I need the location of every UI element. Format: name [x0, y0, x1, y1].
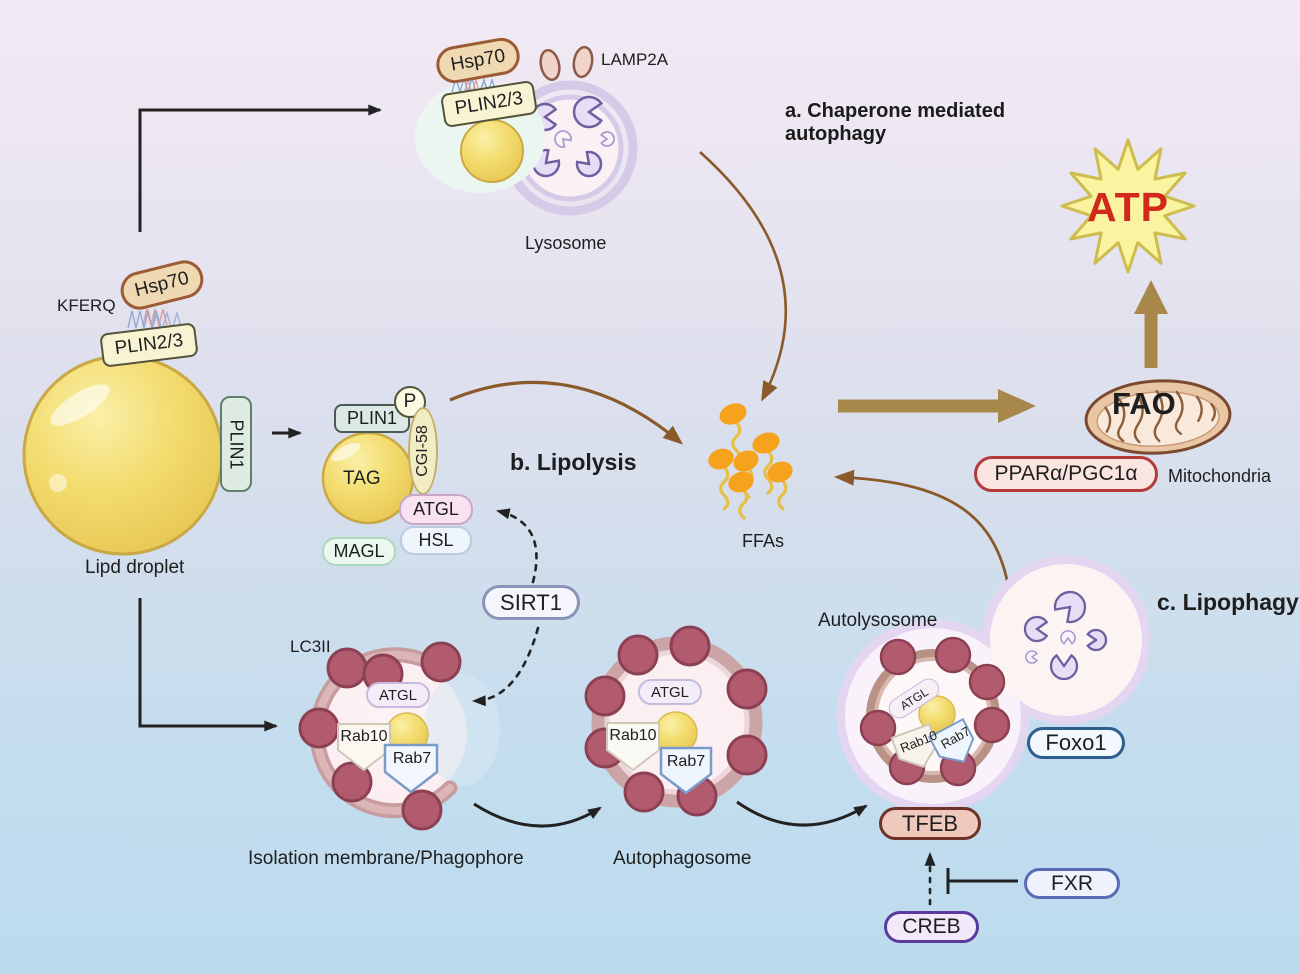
magl-pill: MAGL — [322, 537, 396, 566]
lipid-droplet — [22, 354, 224, 556]
autolysosome-label: Autolysosome — [818, 610, 938, 631]
lamp2a-label: LAMP2A — [601, 50, 669, 69]
rab10-shape — [890, 723, 938, 769]
arrow-droplet-to-lysosome — [138, 104, 383, 232]
foxo1-pill: Foxo1 — [1027, 727, 1125, 759]
rab7-autophagosome-label: Rab7 — [666, 753, 706, 770]
phagophore-label: Isolation membrane/Phagophore — [248, 848, 524, 869]
mitochondria-label: Mitochondria — [1168, 466, 1272, 486]
lysosome-enzymes — [1023, 590, 1108, 681]
rab7-shape — [659, 746, 713, 795]
plin1-lipolysis-box: PLIN1 — [334, 404, 410, 433]
ffas-label: FFAs — [742, 531, 785, 551]
section-b-title: b. Lipolysis — [510, 449, 637, 475]
tfeb-pill: TFEB — [879, 807, 981, 840]
atgl-pill: ATGL — [399, 494, 473, 525]
lysosome-enzymes-small — [1025, 630, 1076, 664]
tag-label: TAG — [343, 468, 381, 489]
arrow-sirt1-to-atgl — [495, 508, 538, 584]
ffa-molecules — [708, 403, 793, 520]
ppar-pgc1a-pill: PPARα/PGC1α — [974, 456, 1158, 492]
autophagosome-label: Autophagosome — [613, 848, 752, 869]
lamp2a-receptor — [572, 45, 594, 79]
mitochondria — [1084, 379, 1232, 455]
atgl-autophagosome-pill: ATGL — [638, 679, 702, 705]
sirt1-pill: SIRT1 — [482, 585, 580, 620]
atp-burst — [1060, 138, 1196, 274]
rab7-phagophore-label: Rab7 — [392, 750, 432, 767]
arrow-autophagosome-to-tfeb — [736, 800, 868, 827]
fxr-pill: FXR — [1024, 868, 1120, 899]
kferq-label: KFERQ — [57, 296, 116, 315]
cargo-lipid-droplet — [460, 119, 524, 183]
arrow-phagophore-to-autophagosome — [473, 802, 602, 828]
rab10-shape — [606, 722, 660, 772]
arrow-autolysosome-to-ffas — [834, 469, 1011, 591]
autophagosome — [584, 625, 768, 817]
lysosome-label: Lysosome — [525, 233, 607, 253]
atp-label: ATP — [1087, 184, 1169, 230]
lc3ii-label: LC3II — [290, 637, 331, 656]
arrow-droplet-to-phagophore — [138, 598, 279, 732]
phagophore — [298, 641, 500, 831]
fao-label: FAO — [1112, 386, 1176, 421]
creb-pill: CREB — [884, 911, 979, 943]
arrow-ffas-to-fao — [838, 389, 1036, 423]
lc3-proteins — [859, 636, 1011, 787]
arrow-lysosome-to-ffas — [699, 151, 788, 402]
lysosome-enzymes-small — [554, 130, 615, 148]
atgl-phagophore-pill: ATGL — [366, 682, 430, 708]
lamp2a-receptor — [539, 48, 561, 82]
plin1-droplet-box: PLIN1 — [220, 396, 252, 492]
rab10-shape — [337, 723, 391, 772]
hsl-pill: HSL — [400, 526, 472, 555]
lipid-droplet-label: Lipd droplet — [85, 557, 185, 578]
inhibition-fxr — [946, 868, 1018, 894]
cgi58-oval: CGI-58 — [408, 407, 438, 495]
rab7-shape — [927, 717, 975, 763]
arrow-lipolysis-to-ffas — [449, 380, 684, 445]
rab10-autophagosome-label: Rab10 — [609, 727, 657, 744]
lysosome-top — [502, 45, 638, 216]
section-c-title: c. Lipophagy — [1157, 589, 1299, 615]
autolysosome — [836, 555, 1151, 813]
arrow-sirt1-to-phagophore — [471, 626, 540, 707]
arrow-fao-to-atp — [1134, 280, 1168, 368]
section-a-title: a. Chaperone mediated autophagy — [785, 100, 1006, 145]
rab10-phagophore-label: Rab10 — [340, 728, 388, 745]
rab7-shape — [383, 743, 439, 794]
